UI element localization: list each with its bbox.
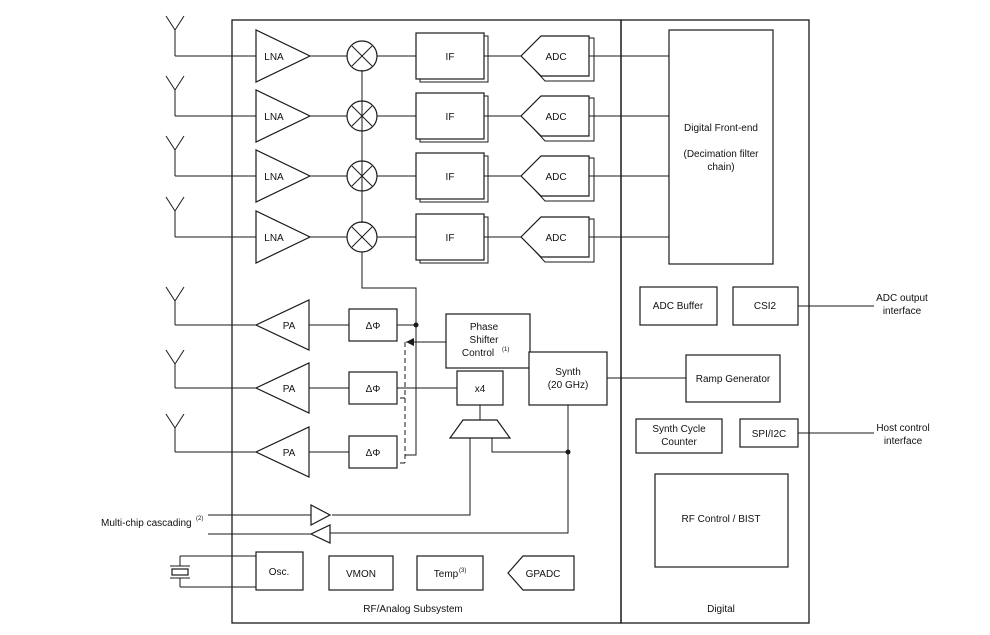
phase-shifter-control-line3: Control xyxy=(462,348,494,359)
phase-shifter-block-3 xyxy=(348,435,398,469)
lna-label-1: LNA xyxy=(264,52,284,63)
phase-shifter-label-3: ΔΦ xyxy=(366,448,381,459)
lna-label-2: LNA xyxy=(264,112,284,123)
lna-block-1 xyxy=(255,29,312,83)
synth-cycle-counter-block xyxy=(635,418,723,454)
adc-block-4 xyxy=(520,216,590,258)
if-label-1: IF xyxy=(446,52,455,63)
mux-to-cascade-out-wire xyxy=(332,438,471,516)
phase-shifter-block-1 xyxy=(348,308,398,342)
multi-chip-cascading-label: Multi-chip cascading xyxy=(101,518,192,529)
phase-shifter-block-2 xyxy=(348,371,398,405)
adc-label-1: ADC xyxy=(545,52,566,63)
phase-shifter-label-2: ΔΦ xyxy=(366,384,381,395)
if-label-2: IF xyxy=(446,112,455,123)
transmit-chains: PA ΔΦ PA ΔΦ PA ΔΦ xyxy=(165,286,416,478)
lna-block-4 xyxy=(255,210,312,264)
lo-select-mux xyxy=(448,419,512,439)
synth-to-mux-wire xyxy=(491,438,568,453)
synth-cycle-counter-line1: Synth Cycle xyxy=(652,424,706,435)
gpadc-label: GPADC xyxy=(526,569,561,580)
spi-i2c-label: SPI/I2C xyxy=(752,429,786,440)
tx-antenna-icon-3 xyxy=(165,413,185,452)
cascade-in-buffer xyxy=(309,524,331,544)
vmon-label: VMON xyxy=(346,569,376,580)
osc-label: Osc. xyxy=(269,567,290,578)
lna-block-3 xyxy=(255,149,312,203)
phase-control-arrowhead xyxy=(406,338,414,346)
synth-to-cascade-in-wire xyxy=(330,405,569,534)
multi-chip-cascading-note: (2) xyxy=(196,516,203,522)
synth-junction-dot xyxy=(565,449,571,455)
x4-multiplier-label: x4 xyxy=(475,384,486,395)
adc-buffer-label: ADC Buffer xyxy=(653,301,704,312)
lo-distribution-wire xyxy=(361,252,417,456)
digital-subsystem-frame xyxy=(620,19,810,624)
adc-label-4: ADC xyxy=(545,233,566,244)
rf-control-bist-block xyxy=(654,473,789,568)
rf-control-bist-label: RF Control / BIST xyxy=(682,514,761,525)
gpadc-block xyxy=(507,555,575,591)
adc-output-label-line2: interface xyxy=(883,306,922,317)
digital-subsystem-label: Digital xyxy=(707,604,735,615)
phase-shifter-control-line2: Shifter xyxy=(470,335,500,346)
adc-block-3 xyxy=(520,155,590,197)
if-block-1 xyxy=(415,32,485,80)
adc-block-2 xyxy=(520,95,590,137)
adc-output-label-line1: ADC output xyxy=(876,293,928,304)
rf-analog-subsystem-label: RF/Analog Subsystem xyxy=(363,604,463,615)
ramp-generator-label: Ramp Generator xyxy=(696,374,771,385)
osc-block xyxy=(255,551,304,591)
if-label-3: IF xyxy=(446,172,455,183)
if-block-2 xyxy=(415,92,485,140)
temp-block xyxy=(416,555,484,591)
tx-antenna-icon-2 xyxy=(165,349,185,388)
adc-label-2: ADC xyxy=(545,112,566,123)
synth-label-line2: (20 GHz) xyxy=(548,380,589,391)
host-control-label-line2: interface xyxy=(884,436,923,447)
digital-front-end-line3: (Decimation filter xyxy=(683,149,759,160)
rx-antenna-icon-1 xyxy=(165,15,185,56)
digital-front-end-block xyxy=(668,29,774,265)
pa-label-1: PA xyxy=(283,321,296,332)
receive-chains: LNA IF ADC LNA IF ADC LNA IF ADC LNA IF ADC xyxy=(165,15,669,264)
phase-shifter-control-note: (1) xyxy=(502,347,509,353)
ramp-generator-block xyxy=(685,354,781,403)
tx-antenna-icon-1 xyxy=(165,286,185,325)
digital-front-end-line4: chain) xyxy=(707,162,734,173)
mixer-cross-1 xyxy=(351,45,373,67)
lna-block-2 xyxy=(255,89,312,143)
pa-label-2: PA xyxy=(283,384,296,395)
host-control-label-line1: Host control xyxy=(876,423,929,434)
synth-cycle-counter-line2: Counter xyxy=(661,437,697,448)
synth-block xyxy=(528,351,608,406)
csi2-label: CSI2 xyxy=(754,301,777,312)
rx-antenna-icon-4 xyxy=(165,196,185,237)
temp-note: (3) xyxy=(459,568,466,574)
adc-buffer-block xyxy=(639,286,718,326)
synth-label-line1: Synth xyxy=(555,367,581,378)
crystal-icon xyxy=(171,568,189,576)
rx-antenna-icon-3 xyxy=(165,135,185,176)
mixer-cross-4 xyxy=(351,226,373,248)
if-label-4: IF xyxy=(446,233,455,244)
phase-shifter-control-block xyxy=(445,313,531,369)
vmon-block xyxy=(328,555,394,591)
phase-shifter-control-line1: Phase xyxy=(470,322,499,333)
adc-label-3: ADC xyxy=(545,172,566,183)
digital-front-end-line1: Digital Front-end xyxy=(684,123,758,134)
phase-shifter-label-1: ΔΦ xyxy=(366,321,381,332)
if-block-4 xyxy=(415,213,485,261)
lna-label-3: LNA xyxy=(264,172,284,183)
lna-label-4: LNA xyxy=(264,233,284,244)
csi2-block xyxy=(732,286,799,326)
rx-antenna-icon-2 xyxy=(165,75,185,116)
cascade-out-buffer xyxy=(310,504,332,526)
temp-label: Temp xyxy=(434,569,459,580)
adc-block-1 xyxy=(520,35,590,77)
pa-label-3: PA xyxy=(283,448,296,459)
